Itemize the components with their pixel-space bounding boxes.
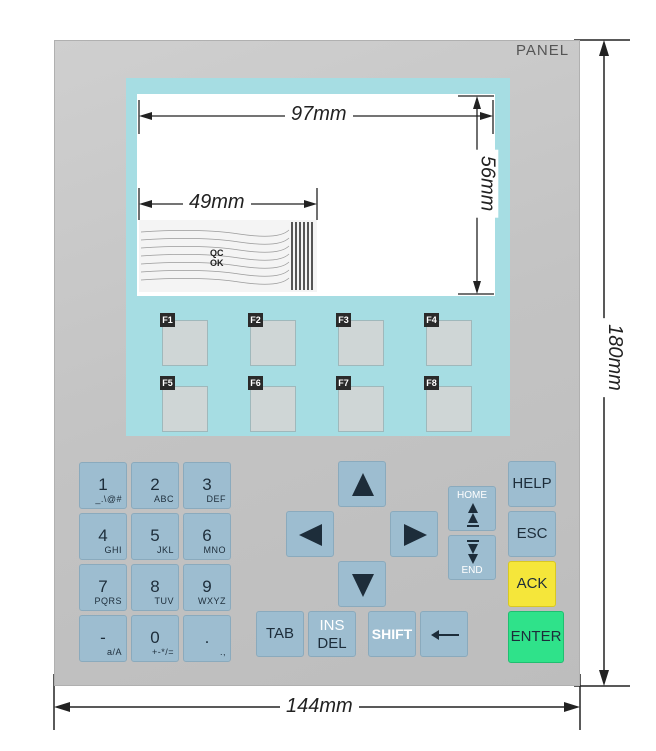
end-label: END: [461, 565, 483, 576]
qc-ok-stamp: QC OK: [210, 248, 224, 268]
panel-brand-label: PANEL: [516, 42, 570, 59]
numpad-key-8-letters: TUV: [154, 596, 174, 606]
numpad-key-5-letters: JKL: [156, 545, 174, 555]
arrow-right-key[interactable]: [390, 511, 438, 557]
numpad-key-2-digit: 2: [150, 475, 160, 494]
numpad-key-0-symbols: +-*/=: [151, 647, 174, 657]
double-up-arrow-icon: [467, 503, 479, 527]
f5-key[interactable]: [162, 386, 208, 432]
flex-cable: [139, 220, 317, 292]
flex-width-label: 49mm: [183, 191, 251, 214]
home-label: HOME: [457, 490, 487, 501]
numpad-key-8-digit: 8: [150, 577, 160, 596]
arrow-up-icon: [352, 473, 374, 496]
numpad-key-2-letters: ABC: [153, 494, 174, 504]
numpad-key-1-digit: 1: [98, 475, 108, 494]
help-key[interactable]: HELP: [508, 461, 556, 507]
numpad-key-4-digit: 4: [98, 526, 108, 545]
help-label: HELP: [512, 475, 552, 492]
f3-key[interactable]: [338, 320, 384, 366]
f5-label: F5: [160, 376, 175, 390]
f1-label: F1: [160, 313, 175, 327]
enter-label: ENTER: [510, 628, 562, 645]
shift-label: SHIFT: [371, 626, 413, 642]
tab-key[interactable]: TAB: [256, 611, 304, 657]
f4-key[interactable]: [426, 320, 472, 366]
ins-del-key[interactable]: INS DEL: [308, 611, 356, 657]
numpad-key-dot[interactable]: . .,: [183, 615, 231, 662]
f7-key[interactable]: [338, 386, 384, 432]
end-key[interactable]: END: [448, 535, 496, 580]
backspace-arrow-icon: [431, 630, 459, 640]
numpad-key-8[interactable]: 8 TUV: [131, 564, 179, 611]
double-down-arrow-icon: [467, 540, 479, 564]
arrow-left-key[interactable]: [286, 511, 334, 557]
numpad-key-2[interactable]: 2 ABC: [131, 462, 179, 509]
numpad-key-4-letters: GHI: [104, 545, 122, 555]
numpad-key-9-digit: 9: [202, 577, 212, 596]
screen-height-label: 56mm: [475, 149, 499, 218]
numpad-key-0-digit: 0: [150, 628, 160, 647]
ack-label: ACK: [516, 575, 548, 592]
esc-key[interactable]: ESC: [508, 511, 556, 557]
numpad-key-0[interactable]: 0 +-*/=: [131, 615, 179, 662]
total-height-label: 180mm: [602, 318, 626, 397]
screen-width-label: 97mm: [285, 103, 353, 126]
numpad-key-dot-symbols: .,: [219, 647, 226, 657]
numpad-key-4[interactable]: 4 GHI: [79, 513, 127, 560]
del-label: DEL: [317, 635, 347, 652]
arrow-right-icon: [404, 524, 427, 546]
numpad-key-5-digit: 5: [150, 526, 160, 545]
numpad-key-6-letters: MNO: [203, 545, 226, 555]
total-width-label: 144mm: [280, 695, 359, 718]
numpad-key-1-letters: _.\@#: [95, 494, 122, 504]
f6-key[interactable]: [250, 386, 296, 432]
numpad-key-dot-symbol: .: [204, 628, 210, 647]
tab-label: TAB: [265, 625, 295, 642]
arrow-down-key[interactable]: [338, 561, 386, 607]
f3-label: F3: [336, 313, 351, 327]
f8-label: F8: [424, 376, 439, 390]
numpad-key-3[interactable]: 3 DEF: [183, 462, 231, 509]
numpad-key-6[interactable]: 6 MNO: [183, 513, 231, 560]
numpad-key-9-letters: WXYZ: [198, 596, 226, 606]
numpad-key-6-digit: 6: [202, 526, 212, 545]
f6-label: F6: [248, 376, 263, 390]
backspace-key[interactable]: [420, 611, 468, 657]
enter-key[interactable]: ENTER: [508, 611, 564, 663]
esc-label: ESC: [516, 525, 548, 542]
arrow-down-icon: [352, 574, 374, 597]
shift-key[interactable]: SHIFT: [368, 611, 416, 657]
f4-label: F4: [424, 313, 439, 327]
numpad-key-7-digit: 7: [98, 577, 108, 596]
ins-label: INS: [319, 617, 345, 634]
numpad-key-minus-symbol: -: [100, 628, 106, 647]
numpad-key-7-letters: PQRS: [94, 596, 122, 606]
ack-key[interactable]: ACK: [508, 561, 556, 607]
numpad-key-minus[interactable]: - a/A: [79, 615, 127, 662]
numpad-key-9[interactable]: 9 WXYZ: [183, 564, 231, 611]
numpad-key-1[interactable]: 1 _.\@#: [79, 462, 127, 509]
qc-label: QC: [210, 248, 224, 258]
f2-key[interactable]: [250, 320, 296, 366]
numpad-key-7[interactable]: 7 PQRS: [79, 564, 127, 611]
f8-key[interactable]: [426, 386, 472, 432]
numpad-key-5[interactable]: 5 JKL: [131, 513, 179, 560]
arrow-left-icon: [299, 524, 322, 546]
f2-label: F2: [248, 313, 263, 327]
home-key[interactable]: HOME: [448, 486, 496, 531]
numpad-key-3-digit: 3: [202, 475, 212, 494]
f1-key[interactable]: [162, 320, 208, 366]
f7-label: F7: [336, 376, 351, 390]
ok-label: OK: [210, 258, 224, 268]
arrow-up-key[interactable]: [338, 461, 386, 507]
numpad-key-3-letters: DEF: [206, 494, 226, 504]
numpad-key-minus-case: a/A: [106, 647, 122, 657]
